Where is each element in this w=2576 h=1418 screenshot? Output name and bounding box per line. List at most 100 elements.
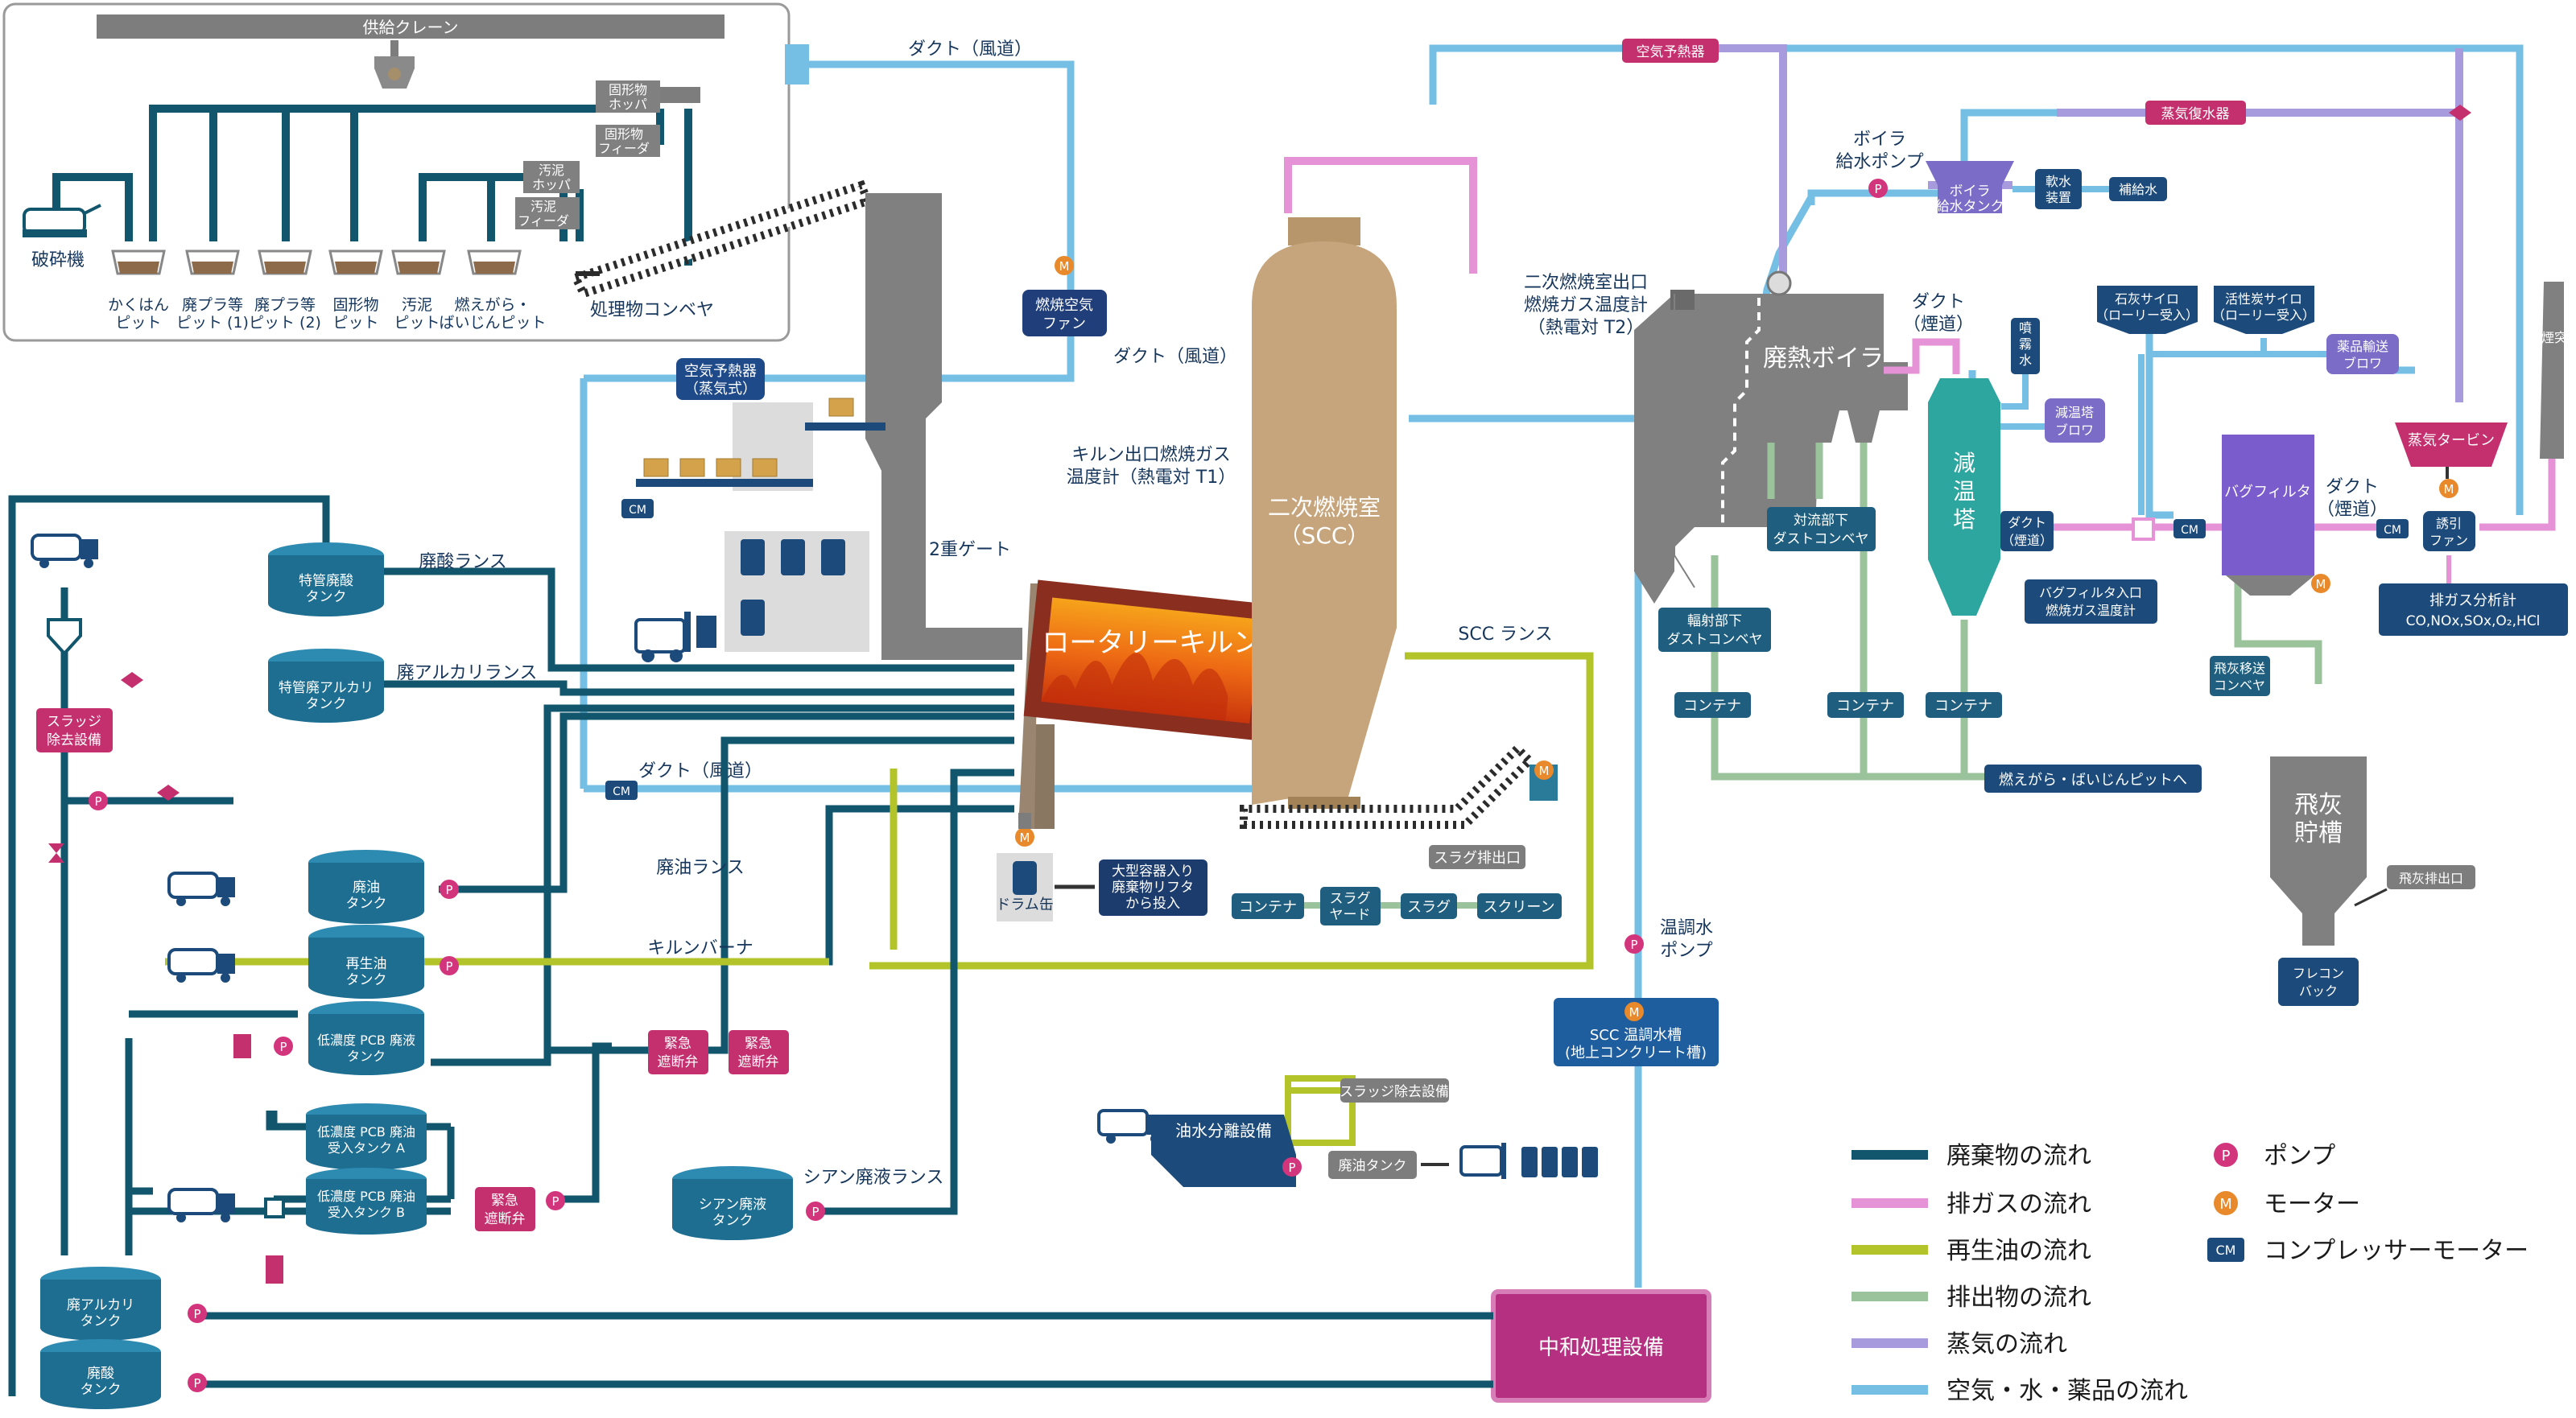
waste-boiler-label: 廃熱ボイラ <box>1763 344 1884 373</box>
makeup-water-box <box>2109 177 2167 201</box>
slag-yard-label-a: スラグ <box>1330 891 1371 907</box>
oil-lance-label: 廃油ランス <box>656 858 745 878</box>
truck-icon-pcb <box>167 1188 235 1222</box>
recycled-oil-pump-icon[interactable] <box>440 956 459 975</box>
lifter-shaft <box>1018 813 1031 829</box>
fly-ash-conveyor-box <box>2210 656 2270 696</box>
acid-tank-label-b: タンク <box>306 589 347 605</box>
waste-alkali-pump-icon[interactable] <box>188 1304 207 1323</box>
scc-water-tank-label-b: (地上コンクリート槽) <box>1565 1045 1707 1061</box>
acid-lance-label: 廃酸ランス <box>419 552 507 572</box>
slag-conveyor-icon <box>1240 742 1536 829</box>
slag-yard-label-b: ヤード <box>1330 907 1371 923</box>
scc-label-b: （SCC） <box>1279 522 1370 549</box>
emergency-valve-3 <box>475 1187 535 1231</box>
pcb-tank-b <box>306 1168 427 1235</box>
truck-icon-top <box>31 534 98 568</box>
sludge-pump-icon[interactable] <box>89 791 108 810</box>
duct-smoke3-label-a: ダクト <box>2326 477 2379 497</box>
warm-pump-symbol: P <box>1630 938 1637 952</box>
rotary-kiln-label: ロータリーキルン <box>1042 627 1260 659</box>
chem-blower-label-b: ブロワ <box>2343 356 2382 371</box>
scc-outlet-thermo-label-c: （熱電対 T2） <box>1528 318 1644 338</box>
oil-pump-symbol: P <box>445 883 452 897</box>
tank-waste-lines <box>8 495 1493 1396</box>
pit-5-label-b: ピット <box>394 314 440 332</box>
crane-grab-icon <box>374 40 415 89</box>
truck-icon-oil <box>1097 1109 1163 1144</box>
cyan-tank-label-b: タンク <box>712 1213 753 1229</box>
waste-acid-pump-icon[interactable] <box>188 1373 207 1392</box>
crane-rail <box>97 14 724 39</box>
container-1-label: コンテナ <box>1683 698 1741 715</box>
water-softener-box <box>2035 169 2082 209</box>
oil-separator-pump-icon[interactable] <box>1282 1157 1302 1177</box>
bag-thermo-label-b: 燃焼ガス温度計 <box>2046 603 2136 618</box>
oil-pump-icon[interactable] <box>440 880 459 899</box>
slag-motor-icon <box>1534 761 1554 780</box>
solid-feeder-label-a: 固形物 <box>605 126 643 142</box>
fly-ash-tank-label-a: 飛灰 <box>2294 791 2343 819</box>
pit-2 <box>185 249 240 275</box>
boiler-hoppers <box>1767 410 1880 443</box>
induced-fan-label-b: ファン <box>2429 533 2468 548</box>
alkali-tank <box>268 649 384 723</box>
exhaust-boiler-tower <box>1884 338 1960 374</box>
kiln-burner-label: キルンバーナ <box>647 938 753 958</box>
drum-elevator-bg <box>733 402 813 491</box>
pit-1 <box>111 249 166 275</box>
double-gate-label: 2重ゲート <box>929 540 1011 560</box>
steam-turbine-shape <box>2395 423 2508 467</box>
pcb-emergency-pump-icon[interactable] <box>546 1191 565 1210</box>
pcb-pump-icon[interactable] <box>274 1037 293 1056</box>
legend-pump-icon <box>2214 1143 2238 1167</box>
slag-box <box>1401 893 1457 919</box>
spray-water-char-3: 水 <box>2019 352 2032 368</box>
tank-motor-icon <box>1624 1002 1644 1021</box>
emergency-valve-2-label-b: 遮断弁 <box>738 1054 779 1070</box>
kiln-support <box>1034 724 1055 829</box>
pit-6-label-a: 燃えがら・ <box>454 296 530 314</box>
waste-acid-tank <box>40 1339 161 1409</box>
combustion-fan-label-a: 燃焼空気 <box>1035 297 1093 314</box>
sludge-pump-symbol: P <box>94 794 101 809</box>
bag-motor-icon <box>2311 574 2330 593</box>
emergency-valve-1-label-a: 緊急 <box>664 1036 691 1052</box>
crusher-label: 破砕機 <box>31 250 85 270</box>
carbon-silo-label-b: （ローリー受入） <box>2212 307 2315 323</box>
boiler-tank-shape <box>1926 161 2014 213</box>
waste-alkali-label-a: 廃アルカリ <box>67 1297 134 1313</box>
spray-lines <box>2000 374 2045 430</box>
conveyor-label: 処理物コンベヤ <box>590 300 714 320</box>
truck-icon-recycled <box>167 948 235 983</box>
oil-tank <box>308 850 424 924</box>
gas-analyzer-box <box>2379 583 2568 636</box>
scc-outlet-thermo-label-b: 燃焼ガス温度計 <box>1524 295 1648 315</box>
legend-label-3: 排出物の流れ <box>1946 1284 2091 1312</box>
radiant-conveyor-box <box>1658 608 1771 652</box>
boiler-pump-icon[interactable] <box>1868 179 1888 198</box>
pcb-tank-label-b: タンク <box>347 1049 386 1064</box>
boiler-drum-icon <box>1766 270 1792 296</box>
recycled-oil-tank-label-a: 再生油 <box>346 956 387 972</box>
slag-label: スラグ <box>1407 899 1451 916</box>
container-2-label: コンテナ <box>1836 698 1894 715</box>
legend-label-5: 空気・水・薬品の流れ <box>1946 1377 2188 1405</box>
fly-ash-tank-body <box>2270 756 2367 946</box>
scc-top-cap <box>1288 217 1360 245</box>
condenser-valve-icon <box>2449 105 2471 121</box>
warm-pump-icon[interactable] <box>1624 934 1644 954</box>
waste-alkali-label-b: タンク <box>80 1313 122 1329</box>
sludge-removal-label-a: スラッジ <box>47 714 101 730</box>
acid-tank-label-a: 特管廃酸 <box>299 573 353 589</box>
cooling-tower-body <box>1928 378 2000 616</box>
kiln-thermo-label-a: キルン出口燃焼ガス <box>1071 445 1231 465</box>
cyan-pump-icon[interactable] <box>806 1202 825 1221</box>
truck-icon-oil-tank <box>167 872 235 906</box>
boiler-tank-label-b: 給水タンク <box>1936 199 2004 215</box>
kiln-thermo-label-b: 温度計（熱電対 T1） <box>1067 468 1236 488</box>
bag-thermo-box <box>2025 579 2157 624</box>
fan-motor-icon <box>1055 256 1074 275</box>
pcb-pump-symbol: P <box>279 1040 287 1054</box>
